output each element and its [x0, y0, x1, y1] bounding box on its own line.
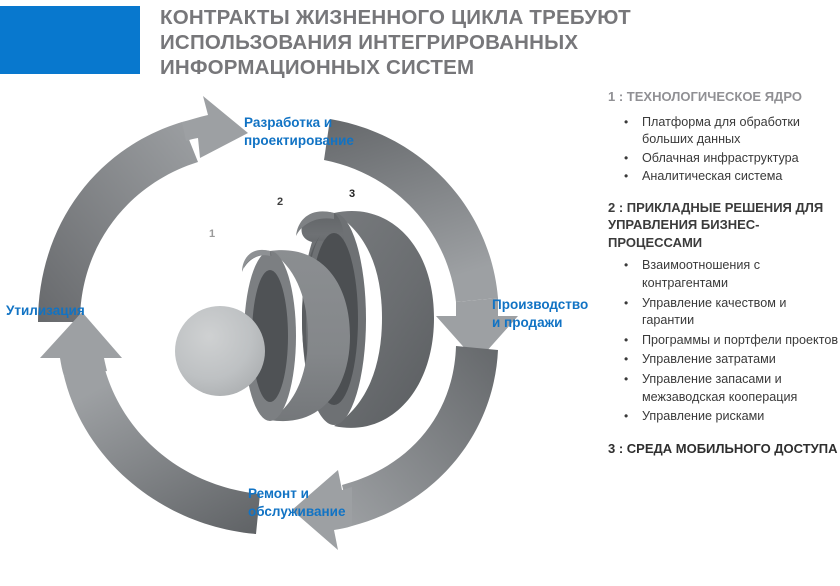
- page-title-line-3: ИНФОРМАЦИОННЫХ СИСТЕМ: [160, 56, 475, 79]
- core-layer-2: [270, 250, 350, 422]
- header-accent-block: [0, 6, 140, 74]
- list-item: Аналитическая система: [624, 168, 838, 186]
- list-item: Управление запасами и межзаводская коопе…: [624, 371, 838, 406]
- arrow-to-production: [324, 119, 518, 362]
- section-1-bullet-list: Платформа для обработки больших данных О…: [608, 114, 838, 186]
- core-number-3: 3: [349, 188, 356, 200]
- nested-core-graphic: [175, 211, 434, 428]
- list-item: Управление затратами: [624, 351, 838, 369]
- cycle-label-utilization-line-1: Утилизация: [6, 303, 85, 318]
- cycle-label-repair-line-2: обслуживание: [248, 504, 346, 519]
- cycle-label-repair-line-1: Ремонт и: [248, 486, 309, 501]
- list-item: Взаимоотношения с контрагентами: [624, 257, 838, 292]
- section-1-heading: 1 : ТЕХНОЛОГИЧЕСКОЕ ЯДРО: [608, 89, 802, 104]
- core-layer-1: [175, 306, 265, 396]
- list-item: Программы и портфели проектов: [624, 332, 838, 350]
- cycle-label-production: Производство и продажи: [492, 296, 588, 332]
- cycle-label-utilization: Утилизация: [6, 302, 85, 320]
- components-sidebar: 1 : ТЕХНОЛОГИЧЕСКОЕ ЯДРО Платформа для о…: [608, 88, 838, 586]
- list-item: Управление рисками: [624, 408, 838, 426]
- arrow-to-repair: [292, 346, 498, 550]
- list-item: Платформа для обработки больших данных: [624, 114, 838, 149]
- page-title-line-2: ИСПОЛЬЗОВАНИЯ ИНТЕГРИРОВАННЫХ: [160, 31, 579, 54]
- core-layer-3: [334, 211, 434, 428]
- section-3-heading: 3 : СРЕДА МОБИЛЬНОГО ДОСТУПА: [608, 440, 838, 456]
- core-number-2: 2: [277, 196, 284, 208]
- section-2-heading: 2 : ПРИКЛАДНЫЕ РЕШЕНИЯ ДЛЯ УПРАВЛЕНИЯ БИ…: [608, 199, 824, 250]
- cycle-label-design-line-2: проектирование: [244, 133, 354, 148]
- list-item: Облачная инфраструктура: [624, 150, 838, 168]
- header: КОНТРАКТЫ ЖИЗНЕННОГО ЦИКЛА ТРЕБУЮТ ИСПОЛ…: [0, 0, 840, 90]
- cycle-arrows-graphic: [38, 96, 518, 550]
- arrow-to-design: [38, 96, 248, 322]
- page-title-line-1: КОНТРАКТЫ ЖИЗНЕННОГО ЦИКЛА ТРЕБУЮТ: [160, 6, 631, 29]
- list-item: Управление качеством и гарантии: [624, 295, 838, 330]
- cycle-label-production-line-1: Производство: [492, 297, 589, 312]
- lifecycle-cycle-diagram: 1 2 3 Разработка и проектирование Произв…: [0, 86, 600, 586]
- core-number-1: 1: [209, 228, 216, 240]
- cycle-label-repair: Ремонт и обслуживание: [248, 485, 345, 521]
- cycle-label-design-line-1: Разработка и: [244, 115, 333, 130]
- page-title: КОНТРАКТЫ ЖИЗНЕННОГО ЦИКЛА ТРЕБУЮТ ИСПОЛ…: [160, 5, 720, 80]
- section-2-bullet-list: Взаимоотношения с контрагентами Управлен…: [608, 257, 838, 425]
- arrow-to-utilization: [40, 312, 260, 534]
- cycle-label-production-line-2: и продажи: [492, 315, 563, 330]
- cycle-label-design: Разработка и проектирование: [244, 114, 354, 150]
